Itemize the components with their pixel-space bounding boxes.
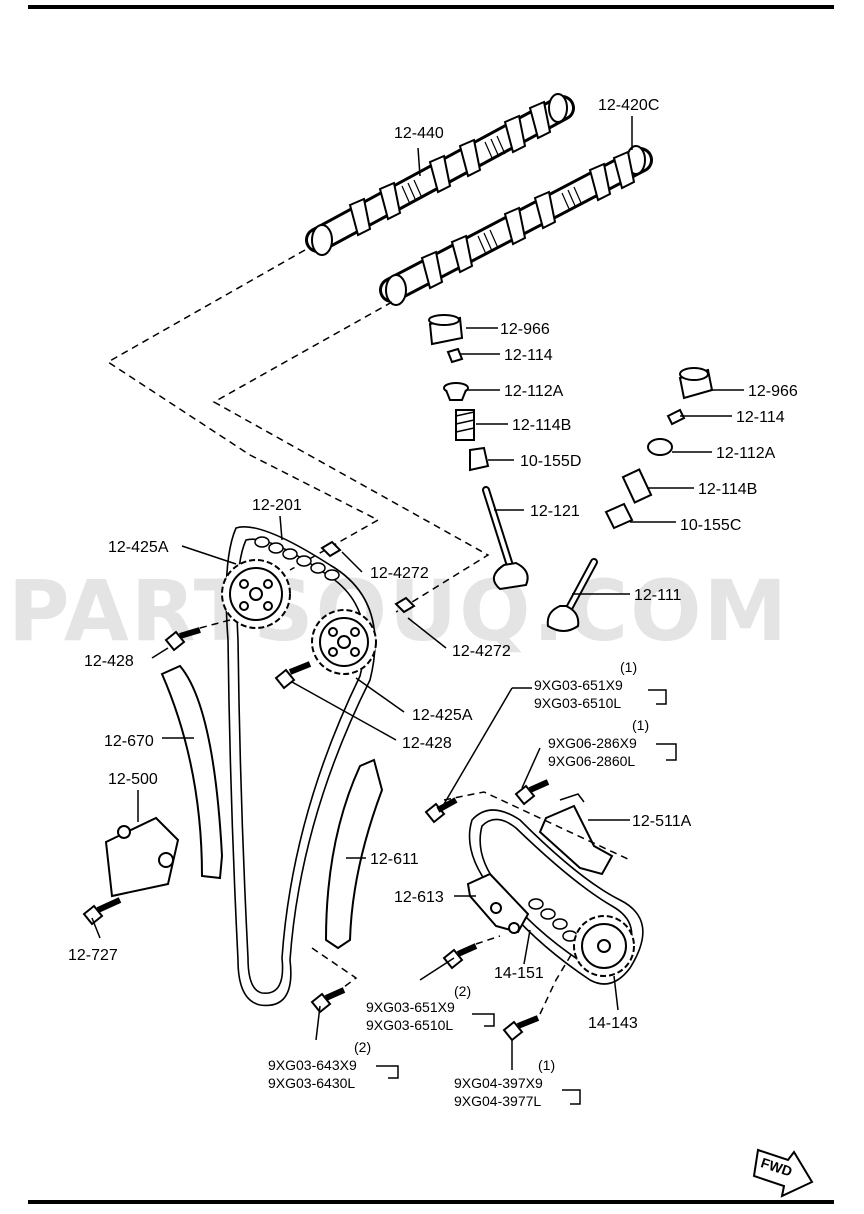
label-10-155c: 10-155C — [680, 517, 741, 534]
label-12-727: 12-727 — [68, 947, 118, 964]
alignment-line-lower-2 — [311, 947, 358, 991]
label-12-966-b: 12-966 — [748, 383, 798, 400]
tappet-left — [428, 314, 464, 346]
alignment-line-exhaust — [106, 249, 380, 571]
timing-chain-upper — [225, 526, 376, 1007]
sprocket-bolt-right — [274, 661, 312, 690]
label-12-966-a: 12-966 — [500, 321, 550, 338]
part-9xg03-643x9: 9XG03-643X9 — [268, 1057, 357, 1073]
alignment-line-intake — [212, 301, 490, 613]
part-9xg03-6510l-a: 9XG03-6510L — [534, 695, 621, 711]
label-12-670: 12-670 — [104, 733, 154, 750]
top-border — [28, 5, 834, 9]
part-9xg03-6510l-b: 9XG03-6510L — [366, 1017, 453, 1033]
label-12-111: 12-111 — [634, 587, 682, 604]
camshaft-sprocket-exhaust — [221, 559, 291, 629]
label-12-4272-a: 12-4272 — [370, 565, 429, 582]
camshaft-intake — [379, 145, 653, 306]
label-12-114-b: 12-114 — [736, 409, 785, 426]
label-12-420c: 12-420C — [598, 97, 659, 114]
chain-guide-tensioner-arm — [160, 664, 224, 880]
label-12-114-a: 12-114 — [504, 347, 553, 364]
chain-links-top — [254, 536, 340, 581]
label-12-613: 12-613 — [394, 889, 444, 906]
valve-spring-right — [621, 468, 653, 504]
alignment-line-lower-3 — [539, 949, 575, 1015]
label-12-201: 12-201 — [252, 497, 302, 514]
fwd-arrow-icon: FWD — [752, 1148, 814, 1198]
valve-key-left — [446, 347, 464, 364]
bolt-tensioner-lower — [514, 779, 550, 806]
label-12-114b-b: 12-114B — [698, 481, 757, 498]
oil-pump-chain-tensioner — [538, 804, 614, 876]
label-12-121: 12-121 — [530, 503, 580, 520]
dowel-pin-lower — [394, 596, 416, 614]
part-9xg03-6430l: 9XG03-6430L — [268, 1075, 355, 1091]
intake-valve — [546, 558, 598, 632]
camshaft-exhaust — [305, 93, 575, 256]
qty-2-b: (2) — [354, 1039, 371, 1055]
part-9xg04-3977l: 9XG04-3977L — [454, 1093, 541, 1109]
timing-chain-upper-inner — [236, 538, 366, 994]
bolt-guide — [442, 935, 501, 970]
label-12-428-b: 12-428 — [402, 735, 452, 752]
part-9xg03-651x9-b: 9XG03-651X9 — [366, 999, 455, 1015]
label-12-425a-b: 12-425A — [412, 707, 473, 724]
part-9xg03-651x9-a: 9XG03-651X9 — [534, 677, 623, 693]
chain-tensioner — [104, 816, 180, 898]
part-9xg04-397x9: 9XG04-397X9 — [454, 1075, 543, 1091]
part-9xg06-2860l: 9XG06-2860L — [548, 753, 635, 769]
tensioner-spring-lower — [559, 793, 585, 803]
label-12-114b-a: 12-114B — [512, 417, 571, 434]
sprocket-bolt-left — [164, 619, 231, 652]
label-12-112a-a: 12-112A — [504, 383, 564, 400]
qty-1-a: (1) — [620, 659, 637, 675]
qty-2-a: (2) — [454, 983, 471, 999]
alignment-line-lower-1 — [443, 791, 631, 861]
label-12-112a-b: 12-112A — [716, 445, 776, 462]
chain-guide-fixed — [324, 758, 384, 950]
dowel-pin-upper — [320, 540, 342, 558]
part-9xg06-286x9: 9XG06-286X9 — [548, 735, 637, 751]
tappet-right — [678, 367, 714, 400]
spring-seat-right — [647, 438, 673, 456]
valve-key-right — [666, 408, 686, 426]
camshaft-sprocket-intake — [311, 609, 377, 675]
oil-pump-chain-guide — [466, 872, 530, 934]
bracket-marks — [376, 689, 677, 1105]
label-14-151: 14-151 — [494, 965, 544, 982]
label-12-440: 12-440 — [394, 125, 444, 142]
oil-pump-chain-links — [528, 898, 578, 942]
spring-seat-left — [443, 382, 469, 401]
valve-seal-right — [604, 502, 634, 530]
qty-1-b: (1) — [632, 717, 649, 733]
bolt-oil-pump-upper — [424, 797, 458, 824]
oil-pump-sprocket — [573, 915, 635, 977]
tensioner-bolt — [82, 897, 122, 926]
label-12-4272-b: 12-4272 — [452, 643, 511, 660]
qty-1-c: (1) — [538, 1057, 555, 1073]
label-12-611: 12-611 — [370, 851, 419, 868]
label-10-155d: 10-155D — [520, 453, 581, 470]
valve-spring-left — [455, 409, 475, 441]
label-12-511a: 12-511A — [632, 813, 692, 830]
valve-seal-left — [469, 446, 490, 472]
exhaust-valve — [482, 486, 529, 591]
bolt-fixed-guide — [310, 987, 346, 1014]
label-14-143: 14-143 — [588, 1015, 638, 1032]
leader-lines — [91, 116, 744, 1070]
bolt-oil-pump-sprocket — [502, 1015, 540, 1042]
label-12-425a-a: 12-425A — [108, 539, 169, 556]
label-12-500: 12-500 — [108, 771, 158, 788]
bottom-border — [28, 1200, 834, 1204]
label-12-428-a: 12-428 — [84, 653, 134, 670]
